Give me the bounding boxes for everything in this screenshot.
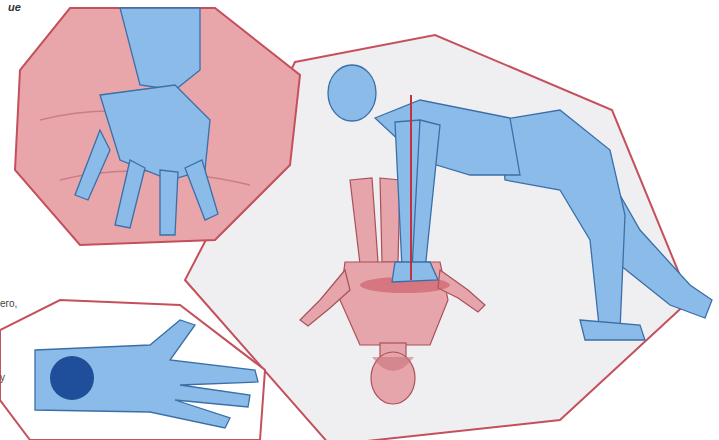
patient-shade bbox=[372, 357, 414, 371]
text-fragment: его, bbox=[0, 298, 17, 309]
palm-inset-frame bbox=[0, 300, 265, 440]
vertical-line bbox=[410, 95, 412, 280]
rescuer-figure bbox=[328, 65, 712, 340]
text-fragment: у bbox=[0, 372, 5, 383]
palm bbox=[35, 320, 258, 428]
palm-heel-mark bbox=[50, 356, 94, 400]
patient-figure bbox=[300, 178, 485, 404]
hands-inset-frame bbox=[15, 8, 300, 245]
hands-detail bbox=[75, 8, 218, 235]
text-fragment: ие bbox=[8, 1, 21, 13]
